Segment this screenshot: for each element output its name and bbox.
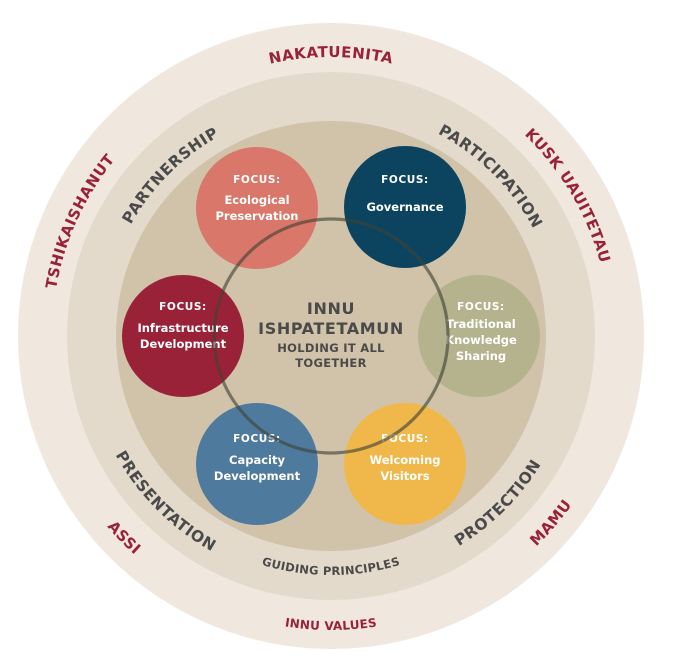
focus-name-line3: Sharing xyxy=(456,349,506,363)
focus-name-line2: Development xyxy=(140,337,227,351)
center-subtitle-line2: TOGETHER xyxy=(295,356,367,370)
center-title-group: INNU ISHPATETAMUN HOLDING IT ALL TOGETHE… xyxy=(258,299,404,370)
focus-circle xyxy=(122,275,244,397)
focus-name-line2: Development xyxy=(214,469,301,483)
focus-infrastructure-development: FOCUS: Infrastructure Development xyxy=(122,275,244,397)
center-subtitle-line1: HOLDING IT ALL xyxy=(277,341,385,355)
focus-name-line1: Welcoming xyxy=(369,453,440,467)
focus-name-line1: Governance xyxy=(366,200,443,214)
focus-governance: FOCUS: Governance xyxy=(344,146,466,268)
focus-name-line1: Capacity xyxy=(229,453,285,467)
center-title-line2: ISHPATETAMUN xyxy=(258,319,404,338)
focus-capacity-development: FOCUS: Capacity Development xyxy=(196,403,318,525)
central-connecting-ring xyxy=(212,217,450,455)
focus-name-line1: Traditional xyxy=(446,317,515,331)
innu-values-label: INNU VALUES xyxy=(284,615,378,633)
focus-welcoming-visitors: FOCUS: Welcoming Visitors xyxy=(344,403,466,525)
focus-label: FOCUS: xyxy=(381,174,429,186)
focus-circle xyxy=(418,275,540,397)
focus-ecological-preservation: FOCUS: Ecological Preservation xyxy=(196,147,318,269)
focus-circle xyxy=(344,403,466,525)
focus-circle xyxy=(344,146,466,268)
focus-name-line2: Visitors xyxy=(380,469,429,483)
center-title-line1: INNU xyxy=(307,299,355,318)
focus-name-line2: Preservation xyxy=(216,209,299,223)
focus-traditional-knowledge-sharing: FOCUS: Traditional Knowledge Sharing xyxy=(418,275,540,397)
focus-label: FOCUS: xyxy=(233,174,281,186)
focus-circle xyxy=(196,403,318,525)
focus-label: FOCUS: xyxy=(457,301,505,313)
focus-label: FOCUS: xyxy=(159,301,207,313)
focus-circle xyxy=(196,147,318,269)
focus-name-line2: Knowledge xyxy=(445,333,517,347)
focus-name-line1: Infrastructure xyxy=(137,321,228,335)
focus-name-line1: Ecological xyxy=(224,193,289,207)
